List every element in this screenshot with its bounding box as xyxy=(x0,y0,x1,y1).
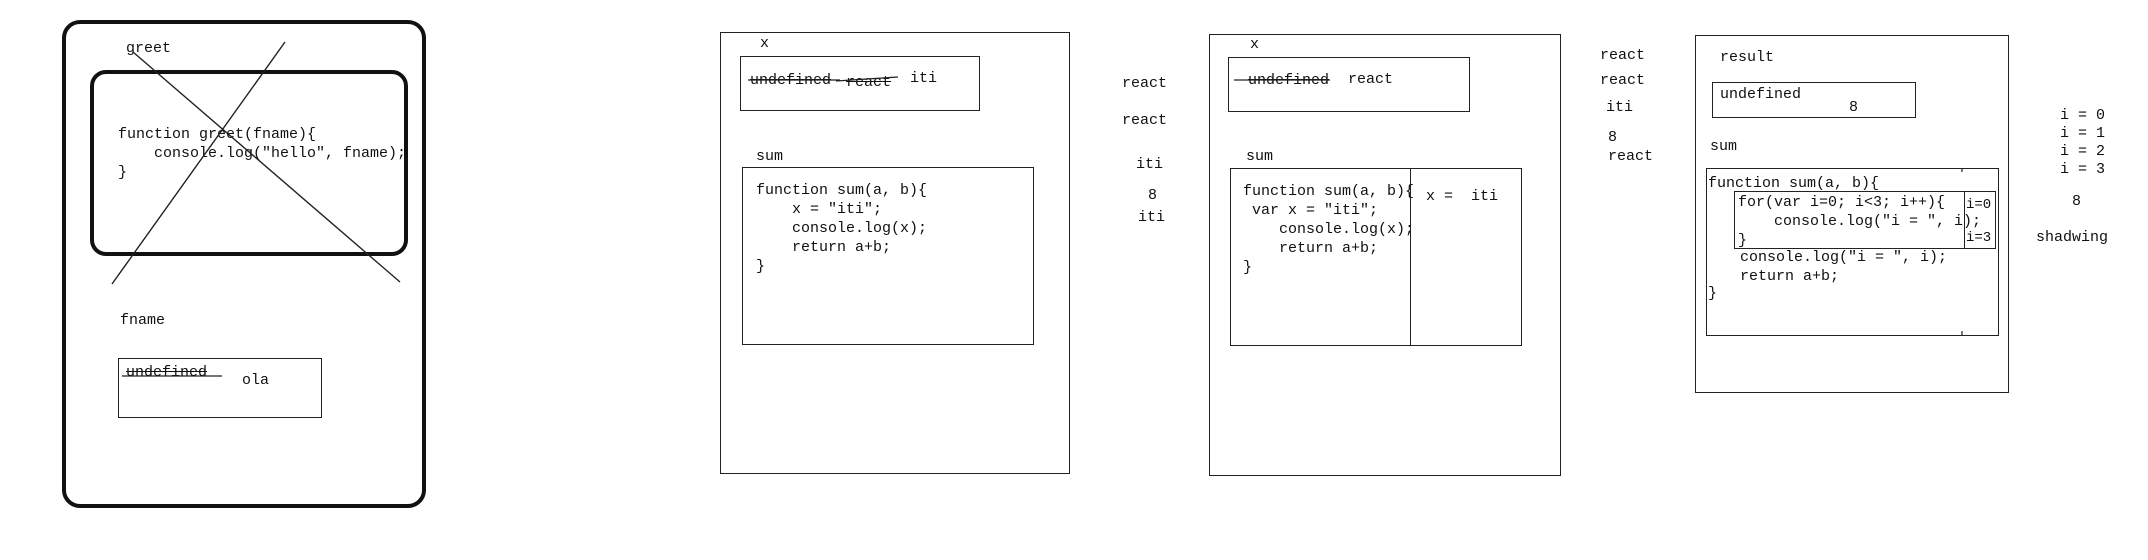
sum-code-close: } xyxy=(1708,285,1718,302)
sum-label: sum xyxy=(756,148,784,165)
sum-function-box xyxy=(1230,168,1522,346)
result-output: 8 xyxy=(2072,193,2082,210)
fname-new-value: ola xyxy=(242,372,270,389)
x-new-value: react xyxy=(1348,71,1394,88)
for-loop-code: for(var i=0; i<3; i++){ console.log("i =… xyxy=(1738,194,1982,249)
fname-label: fname xyxy=(120,312,166,329)
local-x-value: x = iti xyxy=(1426,188,1499,205)
x-old-value-undefined: undefined xyxy=(750,72,832,89)
fname-old-value: undefined xyxy=(126,364,208,381)
sum-code-rest: console.log("i = ", i); return a+b; xyxy=(1740,249,1948,285)
console-output-line: react xyxy=(1600,47,1646,64)
sum-function-box xyxy=(1706,168,1999,336)
console-output-line: i = 1 xyxy=(2060,125,2106,142)
result-new-value: 8 xyxy=(1849,99,1859,116)
local-scope-divider xyxy=(1410,168,1411,346)
sum-code-header: function sum(a, b){ xyxy=(1708,175,1880,192)
x-old-value: undefined xyxy=(1248,72,1330,89)
console-output-line: react xyxy=(1608,148,1654,165)
console-output-line: i = 2 xyxy=(2060,143,2106,160)
sum-function-box xyxy=(742,167,1034,345)
for-block-box xyxy=(1734,191,1996,249)
x-value-box xyxy=(1228,57,1470,112)
sum-label: sum xyxy=(1710,138,1738,155)
result-label: result xyxy=(1720,49,1775,66)
x-value-box xyxy=(740,56,980,111)
x-old-value-react: react xyxy=(846,74,892,91)
sum-label: sum xyxy=(1246,148,1274,165)
x-label: x xyxy=(1250,36,1260,53)
console-output-line: iti xyxy=(1136,156,1164,173)
fname-value-box xyxy=(118,358,322,418)
console-output-line: react xyxy=(1600,72,1646,89)
block-i-end: i=3 xyxy=(1966,230,1992,246)
sum-code: function sum(a, b){ x = "iti"; console.l… xyxy=(756,182,928,275)
console-output-line: 8 xyxy=(1608,129,1618,146)
result-old-value: undefined xyxy=(1720,86,1802,103)
console-output-line: iti xyxy=(1606,99,1634,116)
x-new-value: iti xyxy=(910,70,938,87)
greet-frame xyxy=(62,20,426,508)
scope-frame-4 xyxy=(1695,35,2009,393)
console-output-line: iti xyxy=(1138,209,1166,226)
block-scope-divider xyxy=(1964,191,1965,249)
scope-frame-3 xyxy=(1209,34,1561,476)
sum-code: function sum(a, b){ var x = "iti"; conso… xyxy=(1243,183,1415,276)
console-output-line: react xyxy=(1122,112,1168,129)
console-output-line: i = 0 xyxy=(2060,107,2106,124)
greet-label: greet xyxy=(126,40,172,57)
block-i-start: i=0 xyxy=(1966,197,1992,213)
greet-code: function greet(fname){ console.log("hell… xyxy=(118,126,407,181)
result-value-box xyxy=(1712,82,1916,118)
x-label: x xyxy=(760,35,770,52)
scope-frame-2 xyxy=(720,32,1070,474)
console-output-line: 8 xyxy=(1148,187,1158,204)
shadowing-note: shadwing xyxy=(2036,229,2109,246)
console-output-line: react xyxy=(1122,75,1168,92)
console-output-line: i = 3 xyxy=(2060,161,2106,178)
